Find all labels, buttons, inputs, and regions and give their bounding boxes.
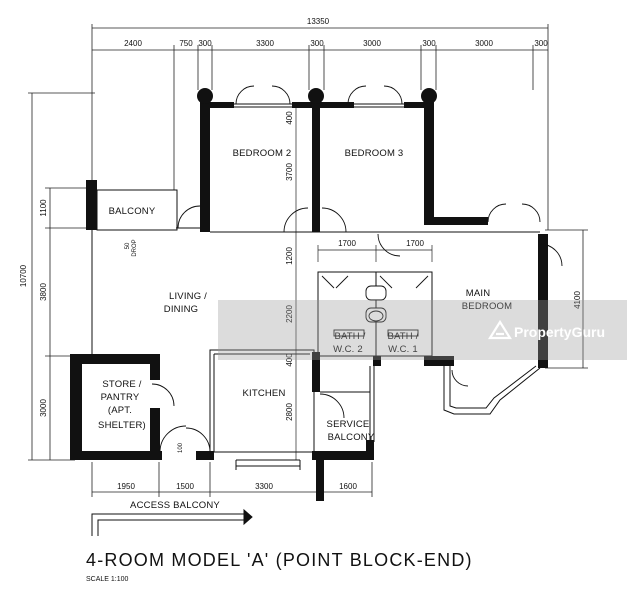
label-bedroom-2: BEDROOM 2 xyxy=(233,148,292,159)
dim-inner-v2: 3700 xyxy=(285,163,294,181)
dim-left-2: 3800 xyxy=(39,283,48,301)
label-wc-2: W.C. 2 xyxy=(333,344,363,355)
bath-fixtures xyxy=(333,285,419,337)
left-dimensions xyxy=(28,92,95,461)
dim-inner-v5: 400 xyxy=(285,353,294,367)
dim-top-9: 300 xyxy=(534,39,548,48)
dim-inner-h1: 1700 xyxy=(338,239,356,248)
door-swings xyxy=(151,85,563,453)
dim-right: 4100 xyxy=(573,291,582,309)
dim-bottom-1: 1950 xyxy=(117,482,135,491)
walls xyxy=(70,88,548,501)
label-shelter: SHELTER) xyxy=(98,420,146,431)
dim-top-6: 3000 xyxy=(363,39,381,48)
watermark-logo-icon xyxy=(488,319,512,340)
top-dimensions xyxy=(91,24,549,230)
label-main-bedroom: BEDROOM xyxy=(462,301,513,312)
label-drop: DROP xyxy=(132,239,138,256)
plan-scale: SCALE 1:100 xyxy=(86,576,129,583)
label-balcony: BALCONY xyxy=(109,206,156,217)
thin-walls xyxy=(91,103,541,536)
dim-inner-v4: 2200 xyxy=(285,305,294,323)
label-pantry: PANTRY xyxy=(101,392,140,403)
dim-top-5: 300 xyxy=(310,39,324,48)
label-dining: DINING xyxy=(164,304,198,315)
label-bedroom-3: BEDROOM 3 xyxy=(345,148,404,159)
label-service-balcony: BALCONY xyxy=(328,432,375,443)
dim-inner-v3: 1200 xyxy=(285,247,294,265)
label-bath-2: BATH / xyxy=(334,331,365,342)
label-access-balcony: ACCESS BALCONY xyxy=(130,500,220,511)
dim-inner-v1: 400 xyxy=(285,111,294,125)
label-bath-1: BATH / xyxy=(387,331,418,342)
label-living: LIVING / xyxy=(169,291,207,302)
label-apt: (APT. xyxy=(108,405,132,416)
watermark-text: PropertyGuru xyxy=(514,324,605,340)
dim-inner-h2: 1700 xyxy=(406,239,424,248)
dim-bottom-2: 1500 xyxy=(176,482,194,491)
right-dimension xyxy=(545,229,588,369)
dim-inner-v6: 2800 xyxy=(285,403,294,421)
dim-left-1: 1100 xyxy=(39,199,48,217)
dim-small-50: 50 xyxy=(125,242,131,249)
bottom-dimensions xyxy=(91,462,373,497)
dim-top-2: 750 xyxy=(179,39,193,48)
dim-left-overall: 10700 xyxy=(19,264,28,287)
dim-bottom-3: 3300 xyxy=(255,482,273,491)
dim-small-100: 100 xyxy=(178,442,184,453)
label-main: MAIN xyxy=(466,288,491,299)
dim-top-7: 300 xyxy=(422,39,436,48)
dim-top-8: 3000 xyxy=(475,39,493,48)
dim-top-3: 300 xyxy=(198,39,212,48)
label-wc-1: W.C. 1 xyxy=(388,344,418,355)
dim-top-1: 2400 xyxy=(124,39,142,48)
watermark-band xyxy=(218,300,627,360)
inner-dimensions xyxy=(295,103,433,460)
dim-left-3: 3000 xyxy=(39,399,48,417)
label-kitchen: KITCHEN xyxy=(242,388,285,399)
label-store: STORE / xyxy=(102,379,141,390)
label-service: SERVICE xyxy=(327,419,370,430)
dim-overall-width: 13350 xyxy=(307,17,330,26)
dim-top-4: 3300 xyxy=(256,39,274,48)
dim-bottom-4: 1600 xyxy=(339,482,357,491)
plan-title: 4-ROOM MODEL 'A' (POINT BLOCK-END) xyxy=(86,550,473,570)
